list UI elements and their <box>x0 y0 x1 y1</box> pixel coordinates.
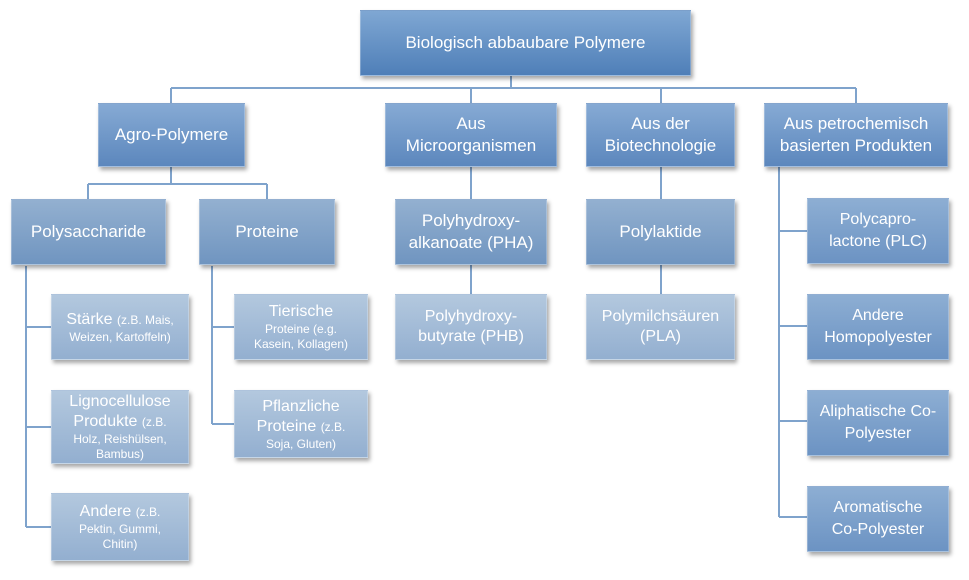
node-aromatische-copolyester: Aromatische Co-Polyester <box>807 486 949 552</box>
ligno-note1: (z.B. <box>141 415 167 429</box>
arom-line2: Co-Polyester <box>831 521 925 538</box>
polysaccharide-label: Polysaccharide <box>30 222 147 241</box>
category-biotechnologie: Aus der Biotechnologie <box>586 103 735 167</box>
pla-line2: (PLA) <box>640 328 681 345</box>
category-biotech-line2: Biotechnologie <box>604 136 717 155</box>
pflanzliche-line1: Pflanzliche <box>262 397 340 415</box>
homo-line1: Andere <box>852 307 904 324</box>
aliph-line2: Polyester <box>844 425 912 442</box>
andere-note2: Pektin, Gummi, <box>78 522 162 536</box>
pflanzliche-note1: (z.B. <box>320 419 346 434</box>
node-phb: Polyhydroxy- butyrate (PHB) <box>395 294 547 360</box>
node-polysaccharide: Polysaccharide <box>11 199 166 265</box>
pflanzliche-line2: Proteine <box>256 417 317 435</box>
staerke-note1: (z.B. Mais, <box>117 312 174 327</box>
andere-note3: Chitin) <box>102 537 138 551</box>
node-polylaktide: Polylaktide <box>586 199 735 265</box>
tierische-label: Tierische <box>268 303 334 320</box>
category-agro-label: Agro-Polymere <box>114 125 229 144</box>
node-andere-polysaccharide: Andere (z.B. Pektin, Gummi, Chitin) <box>51 493 189 561</box>
category-agro-polymere: Agro-Polymere <box>98 103 245 167</box>
root-node: Biologisch abbaubare Polymere <box>360 10 691 76</box>
node-staerke: Stärke (z.B. Mais, Weizen, Kartoffeln) <box>51 294 189 360</box>
category-biotech-line1: Aus der <box>631 114 690 133</box>
root-label: Biologisch abbaubare Polymere <box>405 33 646 52</box>
aliph-line1: Aliphatische Co- <box>819 403 937 420</box>
homo-line2: Homopolyester <box>824 329 932 346</box>
category-petro-line1: Aus petrochemisch <box>783 114 929 133</box>
node-pla: Polymilchsäuren (PLA) <box>586 294 735 360</box>
pla-line1: Polymilchsäuren <box>601 308 720 325</box>
plc-line1: Polycapro- <box>839 211 917 228</box>
node-pha: Polyhydroxy- alkanoate (PHA) <box>395 199 547 265</box>
node-tierische-proteine: Tierische Proteine (e.g. Kasein, Kollage… <box>234 294 368 360</box>
node-pflanzliche-proteine: Pflanzliche Proteine (z.B. Soja, Gluten) <box>234 390 368 458</box>
tierische-note1: Proteine (e.g. <box>264 322 338 336</box>
ligno-note3: Bambus) <box>95 447 145 461</box>
ligno-line1: Lignocellulose <box>69 393 171 410</box>
pha-line1: Polyhydroxy- <box>421 211 521 230</box>
staerke-label: Stärke <box>66 310 113 328</box>
tierische-note2: Kasein, Kollagen) <box>253 337 349 351</box>
node-proteine: Proteine <box>199 199 335 265</box>
plc-line2: lactone (PLC) <box>829 233 927 250</box>
category-micro-line2: Microorganismen <box>405 136 537 155</box>
category-petro-line2: basierten Produkten <box>779 136 933 155</box>
proteine-label: Proteine <box>235 222 299 241</box>
node-lignocellulose: Lignocellulose Produkte (z.B. Holz, Reis… <box>51 390 189 464</box>
node-aliphatische-copolyester: Aliphatische Co- Polyester <box>807 390 949 456</box>
polylaktide-label: Polylaktide <box>619 222 702 241</box>
ligno-line2: Produkte <box>73 413 138 430</box>
node-andere-homopolyester: Andere Homopolyester <box>807 294 949 360</box>
phb-line1: Polyhydroxy- <box>424 308 518 325</box>
ligno-note2: Holz, Reishülsen, <box>73 432 167 446</box>
category-micro-line1: Aus <box>456 114 486 133</box>
node-plc: Polycapro- lactone (PLC) <box>807 198 949 264</box>
arom-line1: Aromatische <box>833 499 923 516</box>
pflanzliche-note2: Soja, Gluten) <box>265 436 337 451</box>
andere-label: Andere <box>79 503 132 520</box>
category-microorganismen: Aus Microorganismen <box>385 103 557 167</box>
category-petrochemisch: Aus petrochemisch basierten Produkten <box>764 103 948 167</box>
andere-note1: (z.B. <box>135 505 161 519</box>
phb-line2: butyrate (PHB) <box>418 328 524 345</box>
pha-line2: alkanoate (PHA) <box>408 233 534 252</box>
staerke-note2: Weizen, Kartoffeln) <box>69 329 171 344</box>
